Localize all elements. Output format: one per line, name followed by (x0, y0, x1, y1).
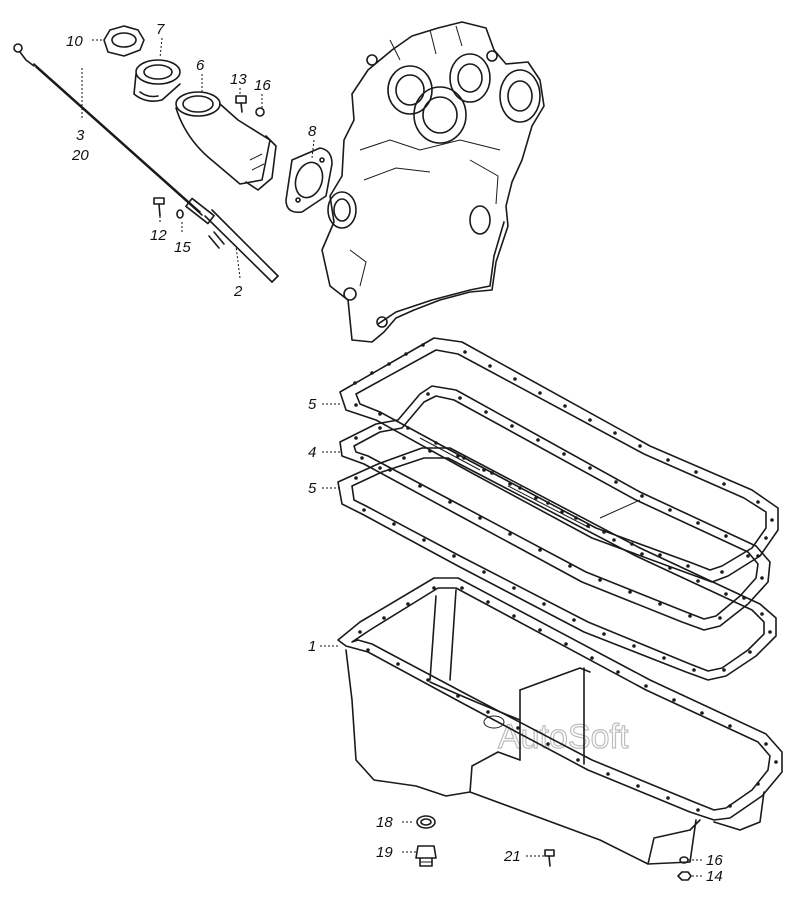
bolt-21 (544, 849, 555, 867)
callout-14: 14 (706, 868, 723, 885)
callout-5-lower: 5 (308, 480, 317, 497)
upper-gasket-holes (353, 343, 774, 574)
callout-4: 4 (308, 444, 316, 461)
callout-5-upper: 5 (308, 396, 317, 413)
callout-8: 8 (308, 123, 317, 140)
callout-7: 7 (156, 21, 165, 38)
lower-gasket-holes (354, 449, 772, 672)
callout-20: 20 (71, 147, 89, 164)
seal-ring-18 (416, 815, 436, 829)
middle-plate (339, 385, 771, 631)
bolt-13 (235, 95, 247, 113)
callout-1: 1 (308, 638, 316, 655)
lower-pan-gasket (337, 447, 777, 681)
cap-adapter (133, 59, 181, 102)
callout-13: 13 (230, 71, 247, 88)
drain-plug-19 (415, 845, 437, 867)
callout-21: 21 (503, 848, 521, 865)
dipstick (13, 43, 203, 216)
callout-labels: 10 7 6 13 16 8 3 20 12 15 2 5 4 5 1 18 1… (66, 21, 723, 885)
leader-lines (81, 37, 704, 877)
watermark-text: AutoSoft (498, 718, 629, 756)
callout-15: 15 (174, 239, 191, 256)
bolt-12 (153, 197, 165, 217)
callout-6: 6 (196, 57, 205, 74)
washer-16-upper (255, 107, 265, 117)
filler-cap (103, 25, 145, 57)
callout-10: 10 (66, 33, 83, 50)
callout-3: 3 (76, 127, 85, 144)
neck-gasket (285, 147, 333, 214)
callout-12: 12 (150, 227, 167, 244)
filler-neck (175, 91, 277, 191)
callout-2: 2 (233, 283, 243, 300)
nut-14 (677, 871, 692, 881)
gear-housing (321, 21, 545, 343)
oil-pan (337, 577, 783, 865)
callout-16-lower: 16 (706, 852, 723, 869)
oil-pan-holes (358, 586, 778, 812)
middle-plate-holes (354, 392, 764, 620)
dipstick-tube (185, 197, 279, 283)
callout-18: 18 (376, 814, 393, 831)
callout-19: 19 (376, 844, 393, 861)
upper-pan-gasket (339, 337, 779, 583)
callout-16-upper: 16 (254, 77, 271, 94)
washer-15 (176, 209, 184, 219)
